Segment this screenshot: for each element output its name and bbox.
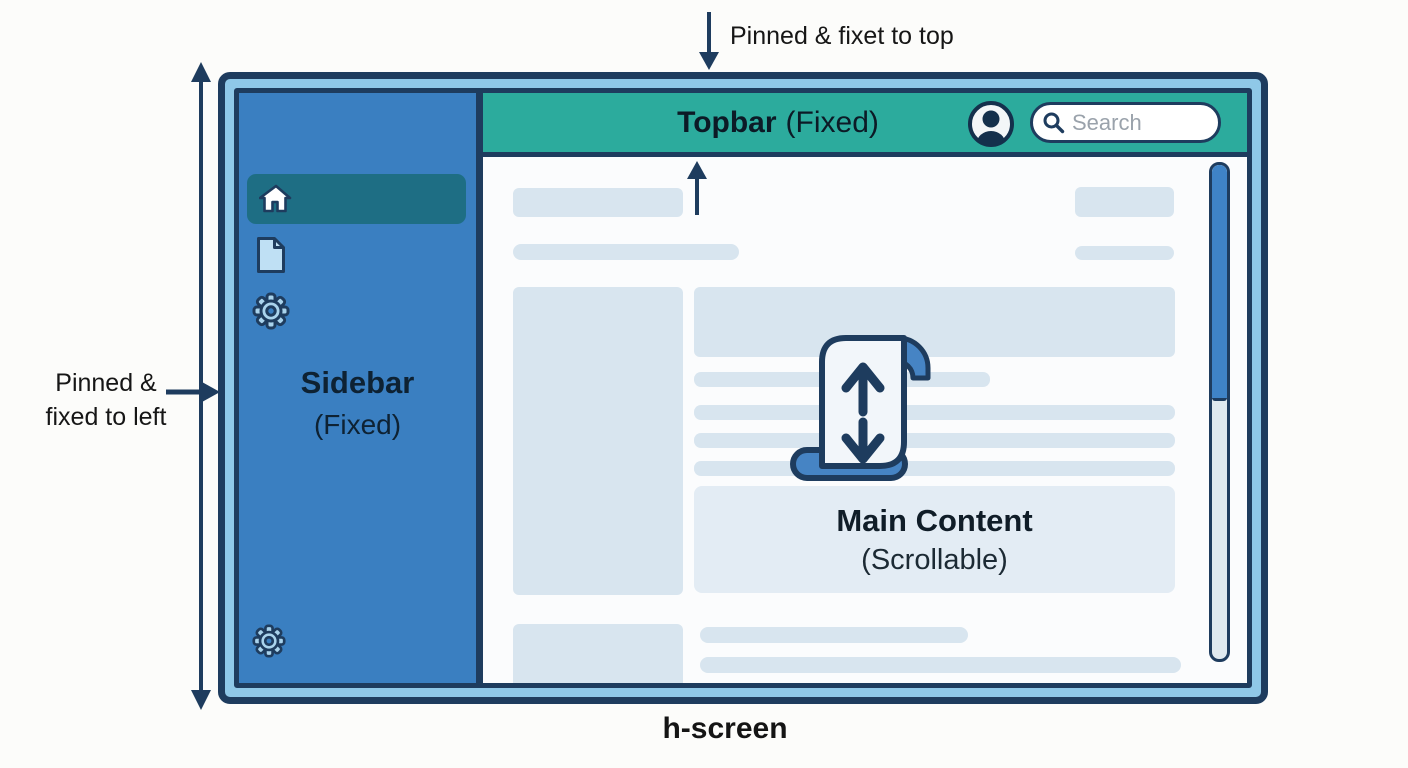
sidebar-item-home[interactable] [247,174,466,224]
skeleton-bar [700,627,968,643]
skeleton-block [513,624,683,683]
search-input[interactable] [1072,109,1210,136]
top-annotation: Pinned & fixet to top [730,22,954,50]
content-column: Topbar(Fixed) [483,93,1247,683]
sidebar-label: Sidebar (Fixed) [239,365,476,441]
sidebar-title: Sidebar [300,365,415,400]
topbar-title: Topbar(Fixed) [677,106,879,140]
gear-icon [252,292,290,330]
sidebar: Sidebar (Fixed) [239,93,483,683]
up-arrow-icon [687,161,707,215]
search-icon [1043,112,1065,134]
sidebar-item-settings[interactable] [252,292,290,335]
home-icon [259,184,292,213]
left-annotation-line2: fixed to left [45,403,167,431]
vertical-double-arrow-icon [191,62,211,710]
topbar-title-rest: (Fixed) [785,105,879,139]
skeleton-block [513,188,683,217]
skeleton-bar [694,433,1175,448]
topbar: Topbar(Fixed) [483,93,1247,157]
scroll-vertical-icon [790,335,931,481]
main-content-label-panel: Main Content (Scrollable) [694,486,1175,593]
skeleton-bar [694,405,1175,420]
skeleton-bar [1075,246,1174,260]
h-screen-label: h-screen [662,712,788,745]
skeleton-bar [513,244,739,260]
sidebar-item-settings-bottom[interactable] [252,624,286,663]
topbar-title-bold: Topbar [677,105,777,139]
gear-icon [252,624,286,658]
document-icon [257,237,285,273]
left-annotation: Pinned & fixed to left [30,366,182,434]
scrollbar-thumb[interactable] [1212,165,1227,401]
app-window-inner: Sidebar (Fixed) [234,88,1252,688]
skeleton-column-block [513,287,683,595]
search-box[interactable] [1030,102,1221,143]
down-arrow-icon [699,12,719,70]
skeleton-header-block [694,287,1175,357]
main-content-subtitle: (Scrollable) [861,543,1008,576]
skeleton-bar [700,657,1181,673]
main-content-title: Main Content [836,502,1033,538]
user-avatar[interactable] [967,100,1015,153]
scrollbar[interactable] [1209,162,1230,662]
left-annotation-line1: Pinned & [55,369,157,397]
app-window: Sidebar (Fixed) [218,72,1268,704]
right-arrow-icon [166,382,220,402]
sidebar-subtitle: (Fixed) [313,409,402,440]
skeleton-block [1075,187,1174,217]
main-content[interactable]: Main Content (Scrollable) [483,157,1247,683]
sidebar-item-documents[interactable] [255,236,286,279]
user-avatar-icon [968,101,1014,147]
